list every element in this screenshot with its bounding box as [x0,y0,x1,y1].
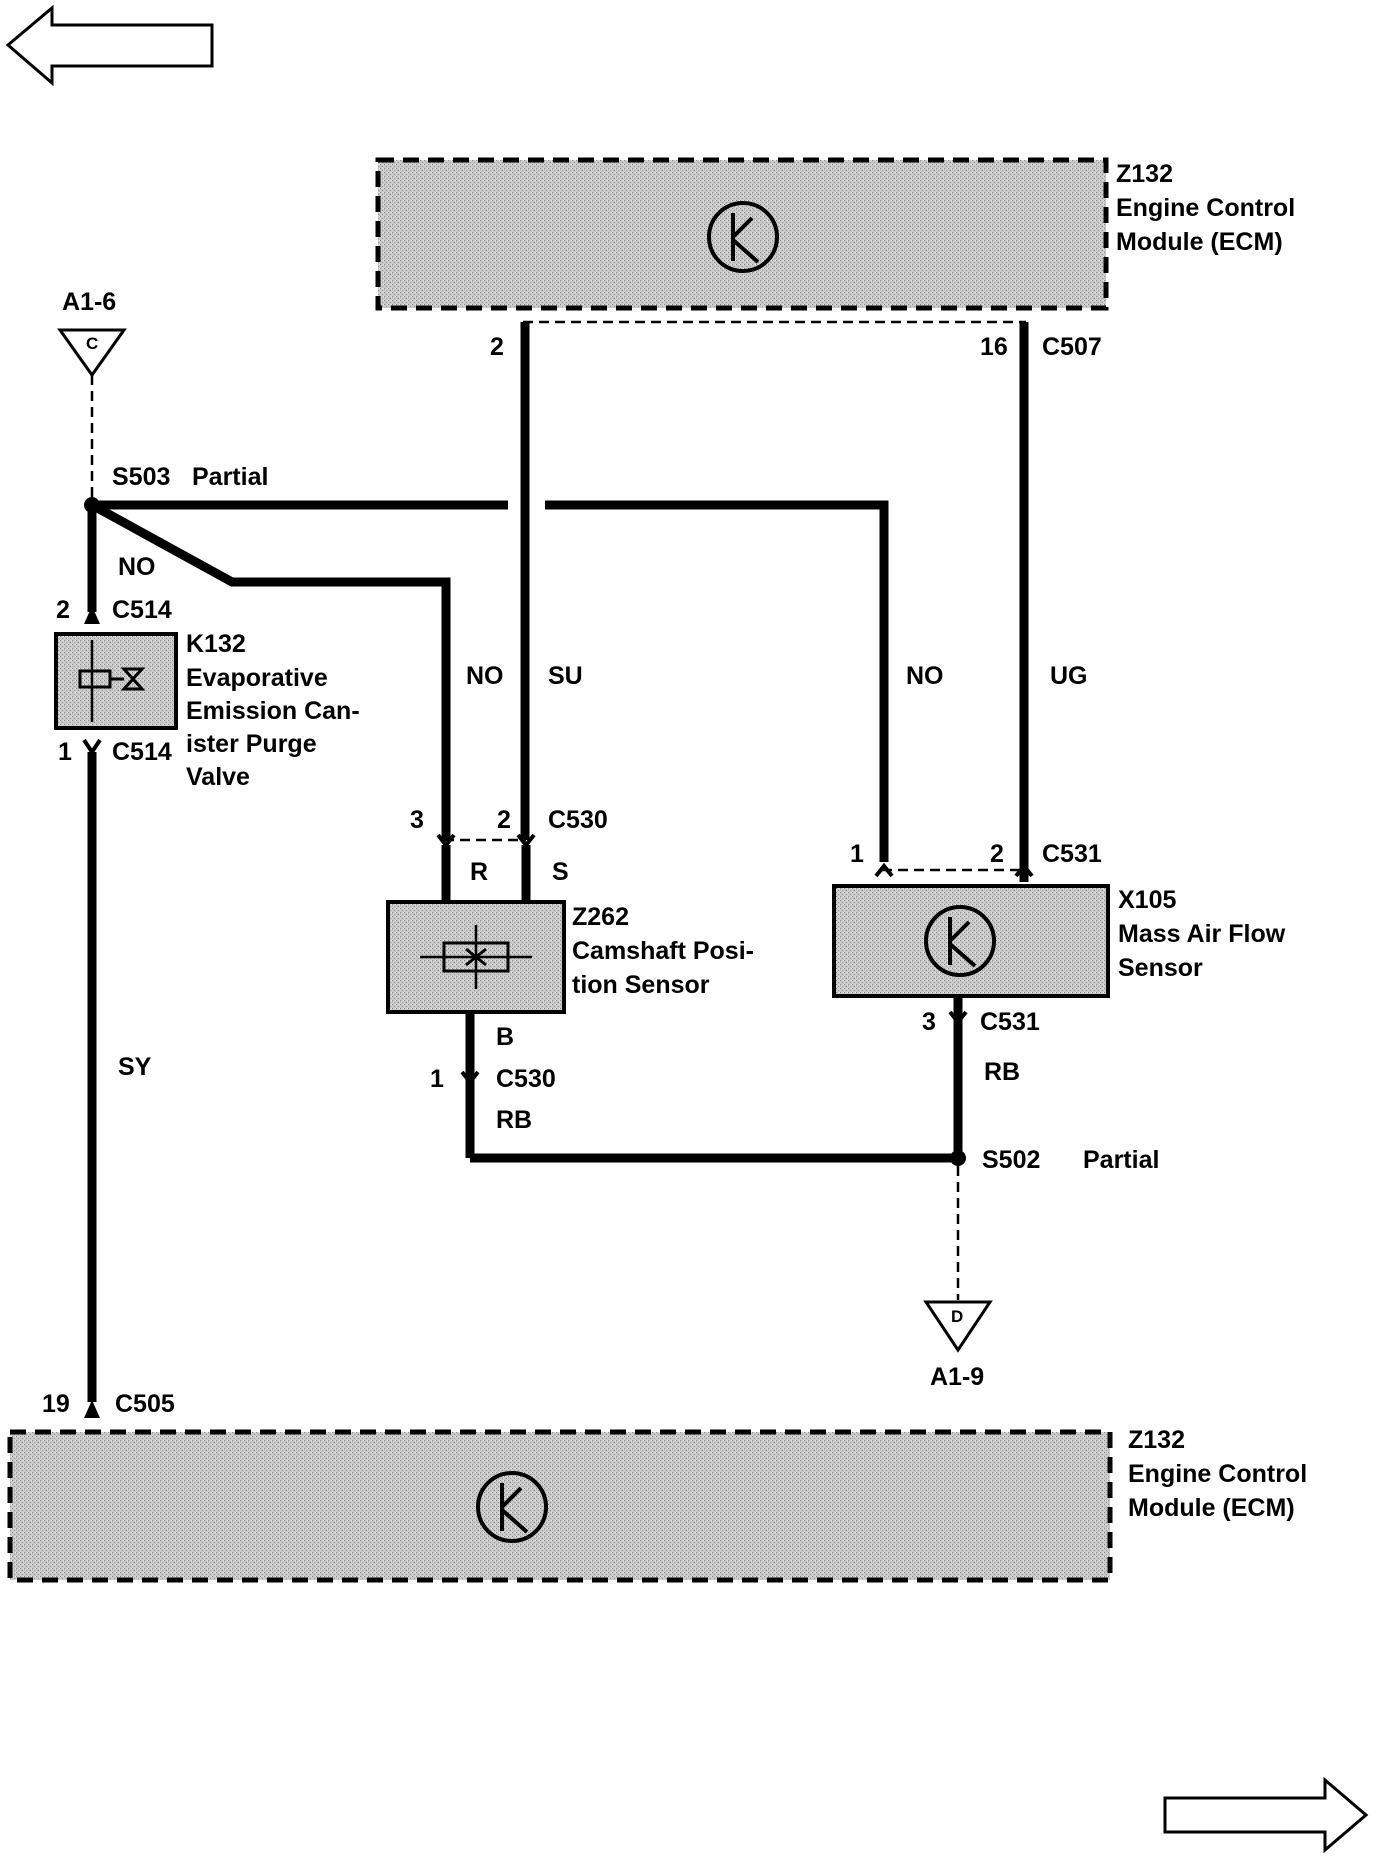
z262-name-1: Camshaft Posi- [572,937,754,965]
ref-a1-9-label: A1-9 [930,1363,984,1391]
connector-icon [460,1070,480,1086]
wire-rb-z262: RB [496,1106,532,1134]
wire-x105-no: NO [906,662,944,690]
ecm-bottom-name-2: Module (ECM) [1128,1494,1295,1522]
connector-c505: C505 [115,1390,175,1418]
ecm-bottom-name-1: Engine Control [1128,1460,1307,1488]
pin-k132-1: 1 [58,738,72,766]
ecm-top-name-1: Engine Control [1116,194,1295,222]
connector-c531-top: C531 [1042,840,1102,868]
wire-s: S [552,858,569,886]
hall-sensor-icon [420,925,532,989]
left-arrow-icon[interactable] [5,4,214,87]
k132-name-1: Evaporative [186,664,328,692]
z262-id: Z262 [572,903,629,931]
ecm-top-box [375,157,1109,311]
ref-a1-6-letter: C [86,334,98,353]
ecm-bottom-id: Z132 [1128,1426,1185,1454]
x105-name-2: Sensor [1118,954,1203,982]
splice-s502-id: S502 [982,1146,1040,1174]
pin-ecm-16: 16 [980,333,1008,361]
pin-x105-3: 3 [922,1008,936,1036]
connector-c514-bottom: C514 [112,738,172,766]
k132-name-4: Valve [186,763,250,791]
connector-c530-bottom: C530 [496,1065,556,1093]
wire-sy: SY [118,1053,152,1081]
pin-x105-2: 2 [990,840,1004,868]
wire-r: R [470,858,488,886]
connector-c531-bottom: C531 [980,1008,1040,1036]
ref-a1-9-triangle [923,1300,993,1353]
splice-s502-note: Partial [1083,1146,1159,1174]
transistor-icon [476,1471,548,1543]
x105-name-1: Mass Air Flow [1118,920,1286,948]
pin-z262-3: 3 [410,806,424,834]
pin-z262-1: 1 [430,1065,444,1093]
pin-ecm-2: 2 [490,333,504,361]
connector-icon [84,1400,100,1418]
pin-z262-2: 2 [497,806,511,834]
pin-k132-2: 2 [56,596,70,624]
k132-box [54,632,178,730]
ecm-bottom-box [7,1429,1113,1583]
splice-s503-note: Partial [192,463,268,491]
connector-icon [1014,862,1034,878]
connector-icon [874,862,894,878]
right-arrow-icon[interactable] [1163,1776,1369,1854]
z262-name-2: tion Sensor [572,971,710,999]
connector-c530-top: C530 [548,806,608,834]
x105-box [832,884,1110,998]
wire-b: B [496,1023,514,1051]
wire-z262-no: NO [466,662,504,690]
connector-icon [948,1010,968,1026]
pin-ecm-19: 19 [42,1390,70,1418]
splice-s502 [950,1150,966,1166]
wire-k132-no: NO [118,553,156,581]
k132-name-2: Emission Can- [186,697,360,725]
wire-su: SU [548,662,583,690]
splice-s503-id: S503 [112,463,170,491]
transistor-icon [924,905,996,977]
ecm-top-name-2: Module (ECM) [1116,228,1283,256]
valve-icon [78,640,146,722]
ref-a1-9-letter: D [951,1307,963,1326]
k132-name-3: ister Purge [186,730,317,758]
ref-a1-6-triangle [57,328,127,378]
x105-id: X105 [1118,886,1176,914]
pin-x105-1: 1 [850,840,864,868]
ref-a1-6-label: A1-6 [62,288,116,316]
connector-c514-top: C514 [112,596,172,624]
transistor-icon [707,201,779,273]
k132-id: K132 [186,630,246,658]
connector-icon [84,606,100,624]
connector-icon [82,738,102,756]
wire-rb-x105: RB [984,1058,1020,1086]
wire-ug: UG [1050,662,1088,690]
ecm-top-id: Z132 [1116,160,1173,188]
connector-c507: C507 [1042,333,1102,361]
